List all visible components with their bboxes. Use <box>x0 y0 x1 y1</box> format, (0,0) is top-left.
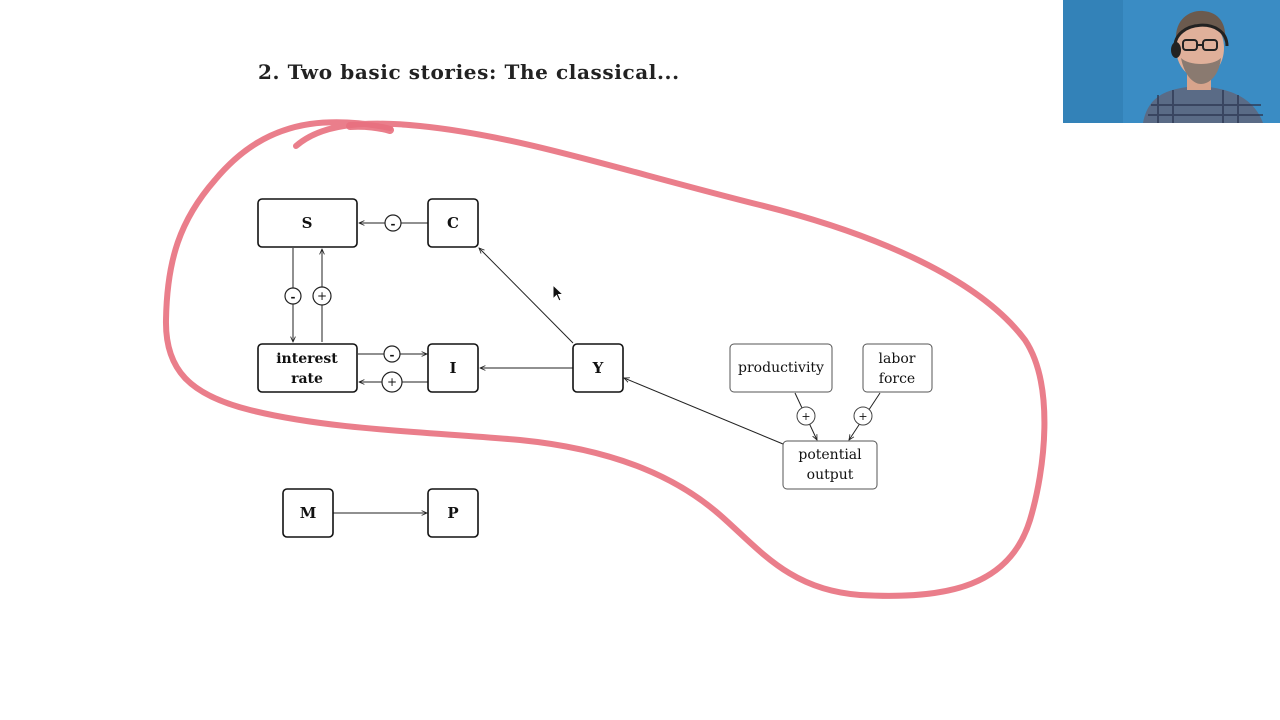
node-interest-rate: interest rate <box>257 343 358 393</box>
sign-productivity-to-potential: + <box>796 406 816 426</box>
node-c: C <box>427 198 479 248</box>
annotation-loop <box>162 119 1048 599</box>
svg-text:+: + <box>858 410 867 423</box>
presenter-webcam <box>1063 0 1280 123</box>
sign-s-to-rate: - <box>284 287 302 305</box>
svg-text:-: - <box>390 348 395 362</box>
sign-labor-to-potential: + <box>853 406 873 426</box>
annotation-stroke-start <box>346 121 394 134</box>
svg-text:rate: rate <box>291 371 323 387</box>
mouse-cursor-icon <box>552 284 565 302</box>
svg-text:S: S <box>302 214 313 232</box>
svg-text:force: force <box>879 371 915 387</box>
node-labor-force: labor force <box>862 343 933 393</box>
presenter-video-icon <box>1063 0 1280 123</box>
edge-y-to-c <box>479 248 574 344</box>
svg-text:I: I <box>449 359 456 377</box>
node-productivity: productivity <box>729 343 833 393</box>
svg-text:-: - <box>391 217 396 231</box>
node-i: I <box>427 343 479 393</box>
svg-text:Y: Y <box>592 359 604 377</box>
svg-text:output: output <box>807 467 854 483</box>
node-potential-output: potential output <box>782 440 878 490</box>
node-p: P <box>427 488 479 538</box>
svg-text:C: C <box>447 214 459 232</box>
sign-s-c: - <box>384 214 402 232</box>
svg-text:M: M <box>300 504 317 522</box>
sign-rate-to-i: - <box>383 345 401 363</box>
svg-text:labor: labor <box>879 351 916 367</box>
svg-text:productivity: productivity <box>738 360 824 376</box>
sign-rate-to-s: + <box>312 286 332 306</box>
node-y: Y <box>572 343 624 393</box>
edge-potential-to-y <box>624 378 784 445</box>
svg-text:+: + <box>801 410 810 423</box>
node-m: M <box>282 488 334 538</box>
svg-text:-: - <box>291 290 296 304</box>
slide-title: 2. Two basic stories: The classical... <box>258 60 680 84</box>
svg-text:+: + <box>387 375 397 389</box>
node-s: S <box>257 198 358 248</box>
svg-text:potential: potential <box>798 447 862 463</box>
svg-text:P: P <box>447 504 458 522</box>
sign-markers: - - + - + + + <box>284 214 873 426</box>
svg-text:+: + <box>317 289 327 303</box>
svg-text:interest: interest <box>276 351 338 367</box>
sign-i-to-rate: + <box>381 371 403 393</box>
